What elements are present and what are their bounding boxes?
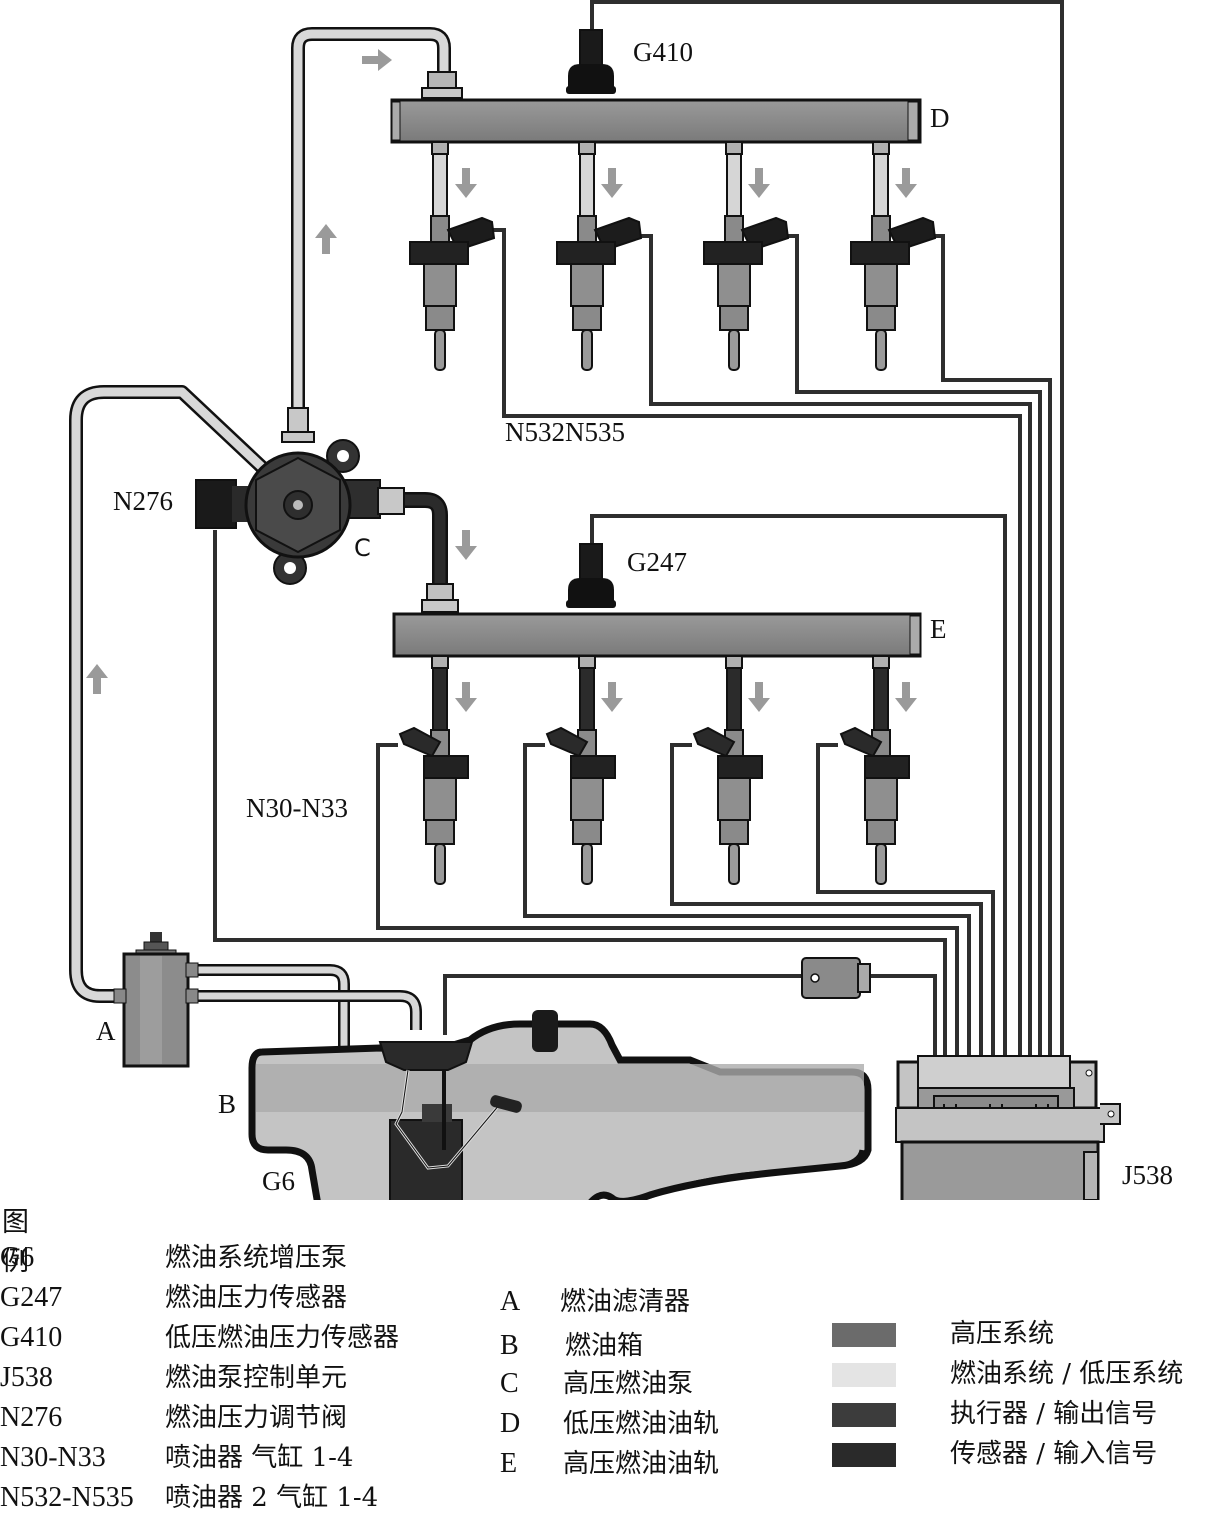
wire-n535 [928, 234, 1052, 1058]
legend-item: B 燃油箱 [0, 1326, 800, 1366]
sensor-g247 [565, 543, 617, 609]
wire-g410 [590, 0, 1064, 1058]
label-g247: G247 [627, 547, 687, 577]
wire-n30 [376, 743, 959, 1058]
color-key-label: 高压系统 [950, 1319, 1055, 1349]
swatch-actuator-output [832, 1403, 896, 1427]
legend-item: A 燃油滤清器 [0, 1282, 800, 1322]
color-key-item: 传感器 / 输入信号 [0, 1434, 1228, 1474]
high-pressure-rail-e [392, 583, 922, 658]
part-desc: 高压燃油油轨 [563, 1449, 720, 1479]
label-g6: G6 [262, 1166, 295, 1196]
wire-aux-sensor-left [443, 974, 804, 1035]
part-letter: C [500, 1368, 519, 1399]
color-key-item: 高压系统 [0, 1314, 1228, 1354]
legend-item: D 低压燃油油轨 [0, 1404, 800, 1444]
fuel-pump-control-unit-j538 [895, 1055, 1121, 1200]
wire-g247 [590, 514, 1007, 1058]
swatch-high-pressure [832, 1323, 896, 1347]
component-code: J538 [0, 1362, 53, 1393]
fuel-tank-b [248, 1010, 872, 1200]
label-n532-n535: N532N535 [505, 417, 625, 447]
color-key-label: 传感器 / 输入信号 [950, 1439, 1158, 1469]
legend-item: C 高压燃油泵 [0, 1364, 800, 1404]
injectors-n532-n535 [409, 141, 936, 371]
flow-arrows [86, 49, 917, 712]
component-code: G6 [0, 1242, 35, 1273]
wire-n32 [670, 743, 983, 1058]
high-pressure-line [400, 492, 448, 590]
high-pressure-pump-c [195, 407, 405, 585]
part-letter: B [500, 1330, 519, 1361]
wire-n534 [782, 234, 1042, 1058]
color-key-item: 燃油系统 / 低压系统 [0, 1354, 1228, 1394]
diagram-labels: G410 D N532N535 N276 C G247 E N30-N33 A … [96, 37, 1173, 1196]
signal-wires [213, 0, 1064, 1058]
aux-sensor [801, 957, 871, 999]
label-c: C [354, 534, 371, 562]
fuel-filter-a [113, 932, 199, 1068]
sensor-g410 [565, 29, 617, 95]
part-letter: A [500, 1286, 521, 1317]
component-desc: 燃油系统增压泵 [165, 1243, 348, 1273]
part-desc: 燃油滤清器 [560, 1287, 691, 1317]
part-desc: 燃油箱 [565, 1331, 644, 1361]
color-key-item: 执行器 / 输出信号 [0, 1394, 1228, 1434]
label-a: A [96, 1016, 116, 1046]
injectors-n30-n33 [399, 655, 910, 885]
color-key-label: 执行器 / 输出信号 [950, 1399, 1158, 1429]
label-n276: N276 [113, 486, 173, 516]
swatch-sensor-input [832, 1443, 896, 1467]
legend-item: G410 低压燃油压力传感器 [0, 1318, 480, 1358]
component-desc: 燃油压力传感器 [165, 1283, 348, 1313]
wire-n33 [816, 743, 995, 1058]
part-letter: E [500, 1448, 518, 1479]
legend-item: N276 燃油压力调节阀 [0, 1398, 480, 1438]
label-n30-n33: N30-N33 [246, 793, 348, 823]
wire-aux-sensor [868, 974, 937, 1058]
color-key-label: 燃油系统 / 低压系统 [950, 1359, 1184, 1389]
component-code: G247 [0, 1282, 63, 1313]
component-desc: 燃油压力调节阀 [165, 1403, 348, 1433]
wire-n532 [490, 228, 1022, 1058]
wire-n31 [523, 743, 971, 1058]
component-desc: 喷油器 气缸 1-4 [165, 1443, 354, 1473]
component-code: N30-N33 [0, 1442, 106, 1473]
legend-item: G247 燃油压力传感器 [0, 1278, 480, 1318]
component-code: G410 [0, 1322, 63, 1353]
label-b: B [218, 1089, 236, 1119]
wire-n533 [636, 234, 1032, 1058]
fuel-system-diagram: G410 D N532N535 N276 C G247 E N30-N33 A … [69, 0, 1173, 1200]
legend-item: N532-N535 喷油器 2 气缸 1-4 [0, 1478, 480, 1518]
label-g410: G410 [633, 37, 693, 67]
part-letter: D [500, 1408, 521, 1439]
component-desc: 喷油器 2 气缸 1-4 [165, 1483, 379, 1513]
part-desc: 高压燃油泵 [563, 1369, 694, 1399]
legend-item: E 高压燃油油轨 [0, 1444, 800, 1484]
component-code: N276 [0, 1402, 63, 1433]
low-pressure-rail-d [390, 71, 922, 144]
legend-item: N30-N33 喷油器 气缸 1-4 [0, 1438, 480, 1478]
legend-item: G6 燃油系统增压泵 [0, 1238, 480, 1278]
part-desc: 低压燃油油轨 [563, 1409, 720, 1439]
low-pressure-lines [69, 27, 451, 1110]
wire-n276 [213, 530, 947, 1058]
label-d: D [930, 103, 950, 133]
legend-item: J538 燃油泵控制单元 [0, 1358, 480, 1398]
component-desc: 燃油泵控制单元 [165, 1363, 348, 1393]
label-j538: J538 [1122, 1160, 1173, 1190]
legend-title: 图例 [2, 1207, 29, 1277]
swatch-low-pressure [832, 1363, 896, 1387]
label-e: E [930, 614, 947, 644]
component-desc: 低压燃油压力传感器 [165, 1323, 400, 1353]
component-code: N532-N535 [0, 1482, 134, 1513]
